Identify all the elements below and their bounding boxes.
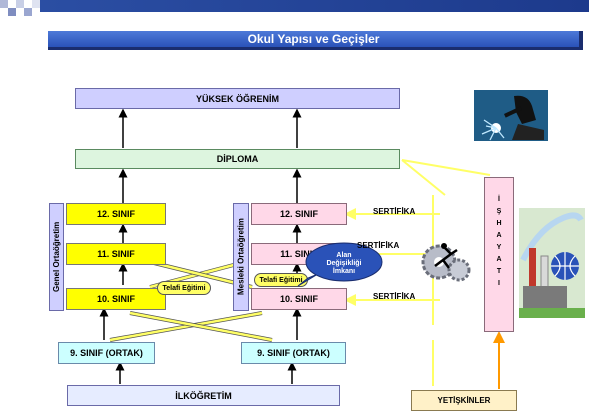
general-grade-10: 10. SINIF [66, 288, 166, 310]
work-life-letter: İ [498, 196, 500, 203]
work-life-column: İ Ş H A Y A T I [484, 177, 514, 332]
decor-square [16, 0, 24, 8]
certificate-label: SERTİFİKA [373, 207, 416, 216]
header-bar [40, 0, 589, 12]
decor-square [24, 8, 32, 16]
vocational-grade-12: 12. SINIF [251, 203, 347, 225]
connector [401, 159, 491, 176]
work-life-letter: Y [496, 244, 502, 251]
work-life-letter: Ş [496, 208, 502, 215]
decor-square [0, 0, 8, 8]
welder-image [474, 90, 548, 141]
work-life-letter: T [496, 268, 502, 275]
certificate-label: SERTİFİKA [357, 241, 400, 250]
callout-bubble [297, 242, 383, 287]
general-grade-12: 12. SINIF [66, 203, 166, 225]
work-life-letter: A [496, 256, 502, 263]
vocational-grade-9: 9. SINIF (ORTAK) [241, 342, 346, 364]
factory-globe-image [519, 208, 585, 318]
decor-square [32, 0, 40, 8]
work-life-letter: H [496, 220, 502, 227]
decor-square [8, 8, 16, 16]
primary-education-box: İLKÖĞRETİM [67, 385, 340, 406]
certificate-label: SERTİFİKA [373, 292, 416, 301]
transfer-arrow [129, 311, 273, 342]
page-title: Okul Yapısı ve Geçişler [48, 31, 583, 50]
connector [401, 159, 446, 196]
vocational-secondary-label: Mesleki Ortaöğretim [233, 203, 249, 311]
work-life-letter: A [496, 232, 502, 239]
vocational-grade-10: 10. SINIF [251, 288, 347, 310]
gears-runner-image [421, 243, 471, 282]
adults-box: YETİŞKİNLER [411, 390, 517, 411]
general-grade-11: 11. SINIF [66, 243, 166, 265]
transfer-arrow [109, 311, 263, 342]
diploma-box: DİPLOMA [75, 149, 400, 169]
general-grade-9: 9. SINIF (ORTAK) [58, 342, 155, 364]
field-change-callout: Alan Değişikliği İmkanı [326, 252, 362, 275]
remedial-education-tag: Telafi Eğitimi [157, 281, 211, 295]
general-secondary-label: Genel Ortaöğretim [49, 203, 64, 311]
work-life-letter: I [498, 280, 500, 287]
higher-education-box: YÜKSEK ÖĞRENİM [75, 88, 400, 109]
